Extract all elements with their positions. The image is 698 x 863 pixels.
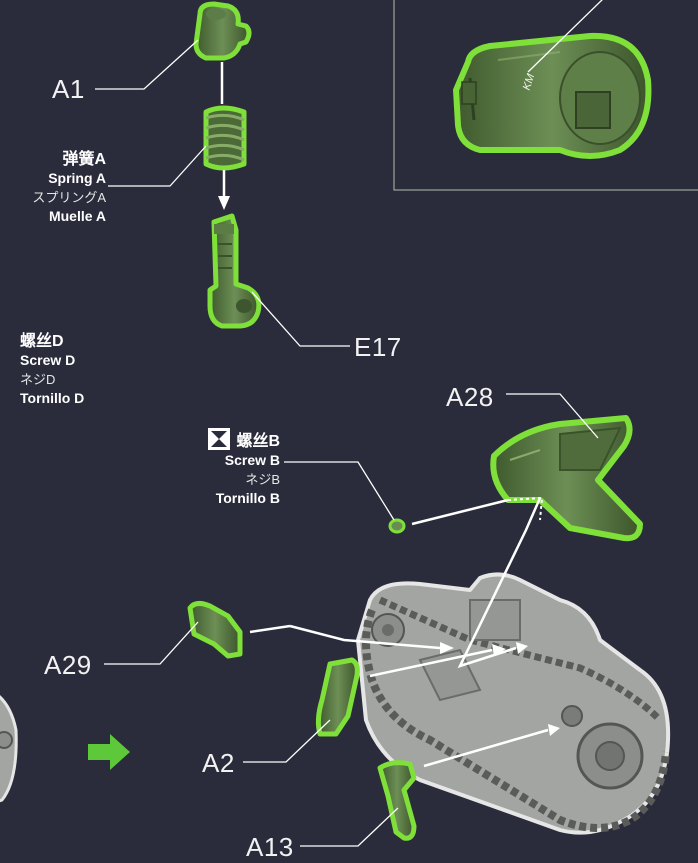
label-a1: A1 [52,74,85,104]
hub-part [453,32,652,159]
label-e17: E17 [354,332,402,362]
spring-a-part [203,105,247,171]
part-a13 [377,760,417,841]
screw-b-leader [284,461,395,521]
arrow-heads [440,642,560,736]
spring-a-jp: スプリングA [32,190,106,205]
label-a2: A2 [202,748,235,778]
a1-leader [95,39,199,90]
e17-leader [251,291,350,347]
part-a2 [315,657,360,737]
a29-leader [104,621,199,665]
a13-leader [300,807,399,847]
spring-a-es: Muelle A [48,208,106,224]
track-chassis [356,572,671,835]
a28-leader [506,393,599,439]
screw-d-en: Screw D [20,352,76,368]
part-screw-b [388,518,406,534]
part-a29 [187,600,243,659]
spring-a-en: Spring A [48,170,106,186]
screw-b-label: 螺丝B Screw B ネジB Tornillo B [208,428,280,508]
part-a28 [490,415,643,542]
part-a1 [193,1,252,61]
screw-d-jp: ネジD [20,372,56,387]
inset-part-marking: KM [521,72,538,92]
spring-a-cn: 弹簧A [62,151,106,168]
label-a28: A28 [446,382,494,412]
assembly-arrows [249,497,549,768]
part-e17 [207,213,262,329]
partial-chassis-left [0,695,18,803]
direction-arrow-icon [88,734,130,770]
label-a13: A13 [246,832,294,862]
spring-a-leader [108,145,207,187]
screw-b-cn: 螺丝B [236,433,280,450]
label-a29: A29 [44,650,92,680]
a2-leader [243,719,331,763]
screw-d-es: Tornillo D [20,390,85,406]
screw-b-jp: ネジB [245,472,280,487]
screw-b-en: Screw B [224,452,280,468]
screw-b-es: Tornillo B [215,490,280,506]
screw-d-label: 螺丝D Screw D ネジD Tornillo D [20,332,84,408]
screw-symbol-icon [208,428,231,450]
spring-a-label: 弹簧A Spring A スプリングA Muelle A [32,150,106,226]
screw-d-cn: 螺丝D [20,333,64,350]
detail-inset: KM [393,0,698,191]
